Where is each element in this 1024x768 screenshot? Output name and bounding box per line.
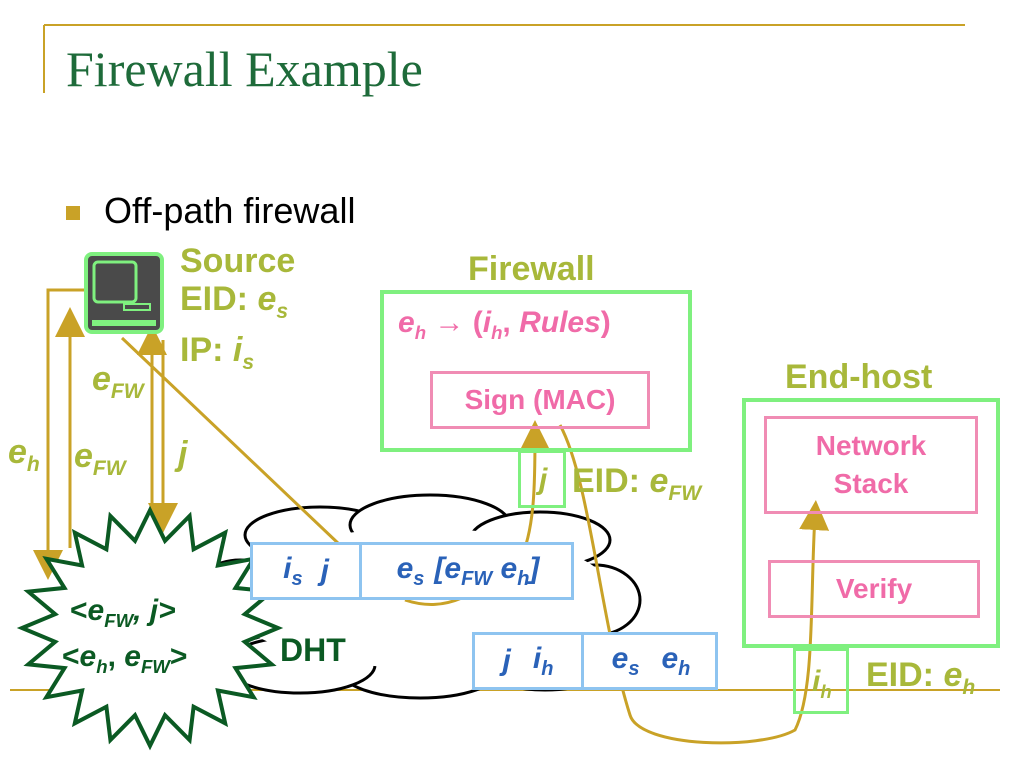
firewall-rule: eh → (ih, Rules) [398, 306, 611, 343]
firewall-box: eh → (ih, Rules) Sign (MAC) [380, 290, 692, 452]
arrow-label-efw-mid: eFW [74, 437, 126, 480]
endhost-port-box: ih [793, 648, 849, 714]
network-stack-box: Network Stack [764, 416, 978, 514]
dht-label: DHT [280, 632, 346, 668]
packet-firewall-to-endhost: j ih es eh [472, 632, 718, 690]
firewall-heading: Firewall [468, 250, 595, 288]
packet-1-payload-cell: es [eFW eh] [396, 551, 540, 590]
source-eid: EID: es [180, 280, 289, 323]
sign-mac-box: Sign (MAC) [430, 371, 650, 429]
endhost-eid: EID: eh [866, 656, 976, 699]
arrow-label-j: j [178, 435, 188, 473]
firewall-port-box: j [518, 450, 566, 508]
source-ip: IP: is [180, 330, 255, 374]
packet-2-header-cell: j ih [475, 635, 584, 687]
endhost-heading: End-host [785, 358, 933, 396]
dht-entry-1: <eFW, j> [70, 594, 176, 631]
network-stack-label: Network Stack [815, 430, 927, 499]
square-bullet-icon [66, 206, 80, 220]
verify-box: Verify [768, 560, 980, 618]
packet-2-payload-cell: es eh [611, 641, 691, 680]
packet-1-header-cell: is j [253, 545, 362, 597]
firewall-port-label: j [539, 463, 548, 496]
endhost-box: Network Stack Verify [742, 398, 1000, 648]
sign-mac-label: Sign (MAC) [464, 384, 616, 415]
source-heading: Source [180, 242, 296, 280]
source-label: Source EID: es IP: is [180, 242, 295, 382]
firewall-eid: EID: eFW [572, 462, 702, 505]
packet-source-to-firewall: is j es [eFW eh] [250, 542, 574, 600]
endhost-port-label: ih [812, 665, 832, 702]
page-title: Firewall Example [66, 41, 423, 97]
computer-icon [84, 252, 164, 334]
arrow-label-eh: eh [8, 433, 40, 476]
bullet-text: Off-path firewall [104, 190, 356, 231]
arrow-label-efw-top: eFW [92, 360, 144, 403]
dht-entry-2: <eh, eFW> [62, 640, 188, 677]
verify-label: Verify [835, 573, 913, 604]
